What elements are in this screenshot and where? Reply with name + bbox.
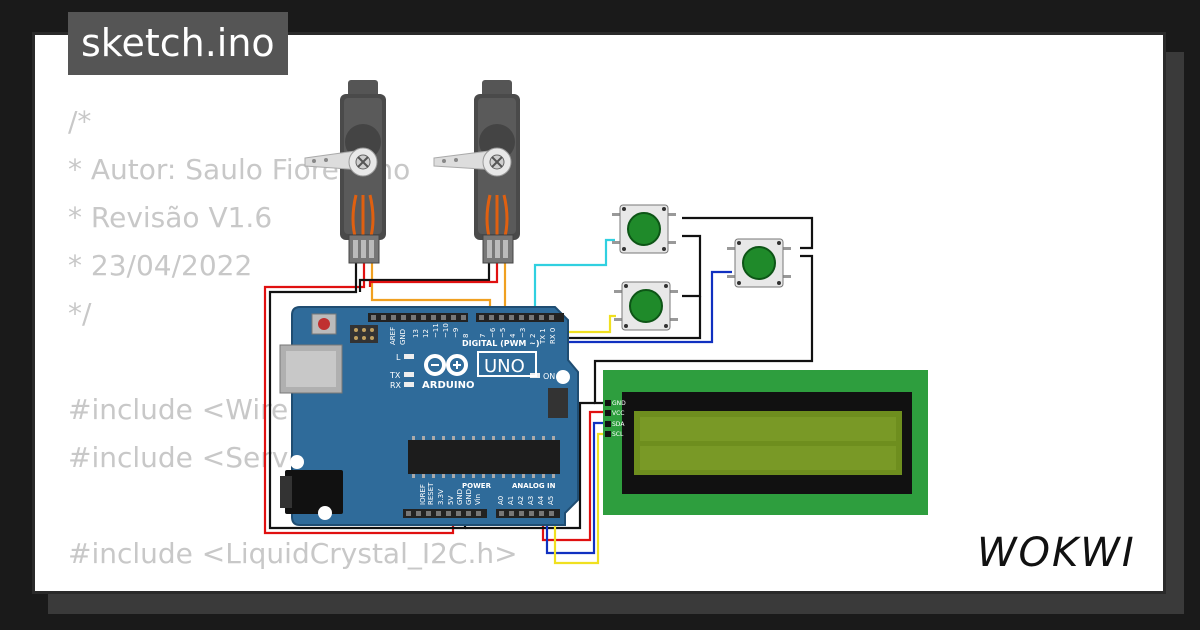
arduino-model: UNO (484, 356, 525, 377)
pin-label: ~9 (452, 328, 460, 338)
pin-label: A2 (517, 496, 525, 505)
pin-label: ~10 (442, 323, 450, 338)
led-label-rx: RX (390, 381, 402, 390)
digital-label: DIGITAL (PWM ~) (462, 339, 540, 348)
wire-black-buttons-gnd2 (682, 234, 702, 298)
wokwi-logo-icon: WOKWI (977, 530, 1136, 576)
lcd-icon: GND VCC SDA SCL (603, 370, 928, 515)
pin-label: GND (465, 489, 473, 505)
analog-label: ANALOG IN (512, 482, 556, 490)
wire-yellow-lcd-scl (553, 432, 606, 565)
sketch-title: sketch.ino (68, 12, 288, 75)
code-line: /* (68, 105, 92, 138)
wire-black-buttons-gnd (682, 216, 814, 250)
pin-label: 5V (447, 496, 455, 505)
led-label-tx: TX (389, 371, 401, 380)
pushbutton-icon (727, 238, 791, 288)
pin-label: A1 (507, 496, 515, 505)
pushbutton-icon (614, 281, 678, 331)
pin-label: RX 0 (549, 328, 557, 344)
code-line: #include <LiquidCrystal_I2C.h> (68, 537, 518, 570)
pin-label: ~11 (432, 323, 440, 338)
power-label: POWER (462, 482, 492, 490)
led-label-on: ON (543, 372, 555, 381)
wire-black-servo2 (358, 262, 491, 292)
pin-label: Vin (474, 494, 482, 505)
arduino-brand: ARDUINO (422, 380, 474, 391)
pin-label: RESET (427, 482, 435, 505)
pin-label: A0 (497, 496, 505, 505)
pin-label: 2 (529, 334, 537, 338)
pin-label: TX 1 (539, 328, 547, 345)
arduino-uno-icon: AREF GND 13 12 ~11 ~10 ~9 8 7 ~6 ~5 4 ~3… (279, 306, 579, 526)
wokwi-logo-text: WOKWI (977, 530, 1136, 576)
pin-label: GND (399, 329, 407, 345)
wire-red-servo2 (368, 262, 499, 287)
code-line: */ (68, 297, 92, 330)
servo-icon (433, 80, 520, 264)
pin-label: A4 (537, 495, 545, 505)
pin-label: A3 (527, 496, 535, 505)
pin-label: 13 (412, 329, 420, 338)
servo-icon (304, 80, 386, 264)
pin-label: AREF (389, 327, 397, 345)
pin-label: 12 (422, 329, 430, 338)
pin-label: ~6 (489, 327, 497, 338)
pin-label: A5 (547, 496, 555, 505)
pin-label: 7 (479, 334, 487, 338)
pin-label: GND (456, 489, 464, 505)
pin-label: 3.3V (437, 489, 445, 505)
code-line: * Revisão V1.6 (68, 201, 273, 234)
lcd-pin-label: GND (612, 400, 626, 407)
code-line: * 23/04/2022 (68, 249, 253, 282)
wire-red-servo1 (263, 262, 455, 535)
led-label-l: L (396, 353, 401, 362)
lcd-pin-label: SCL (612, 431, 624, 438)
pin-label: 8 (462, 334, 470, 338)
wire-blue-lcd-sda (545, 421, 606, 555)
arduino-infinity-icon (424, 354, 468, 376)
lcd-pin-label: VCC (612, 410, 624, 417)
pin-label: 4 (509, 333, 517, 338)
wire-cyan-button1 (533, 238, 615, 314)
pin-label: ~5 (499, 328, 507, 338)
pin-label: ~3 (519, 328, 527, 338)
pin-label: IOREF (419, 484, 427, 505)
wire-red-lcd-vcc (541, 410, 606, 542)
pushbutton-icon (612, 204, 676, 254)
wire-black-gnd-run (593, 254, 814, 405)
lcd-pin-label: SDA (612, 421, 625, 428)
wire-black-lcd-gnd (465, 401, 595, 530)
